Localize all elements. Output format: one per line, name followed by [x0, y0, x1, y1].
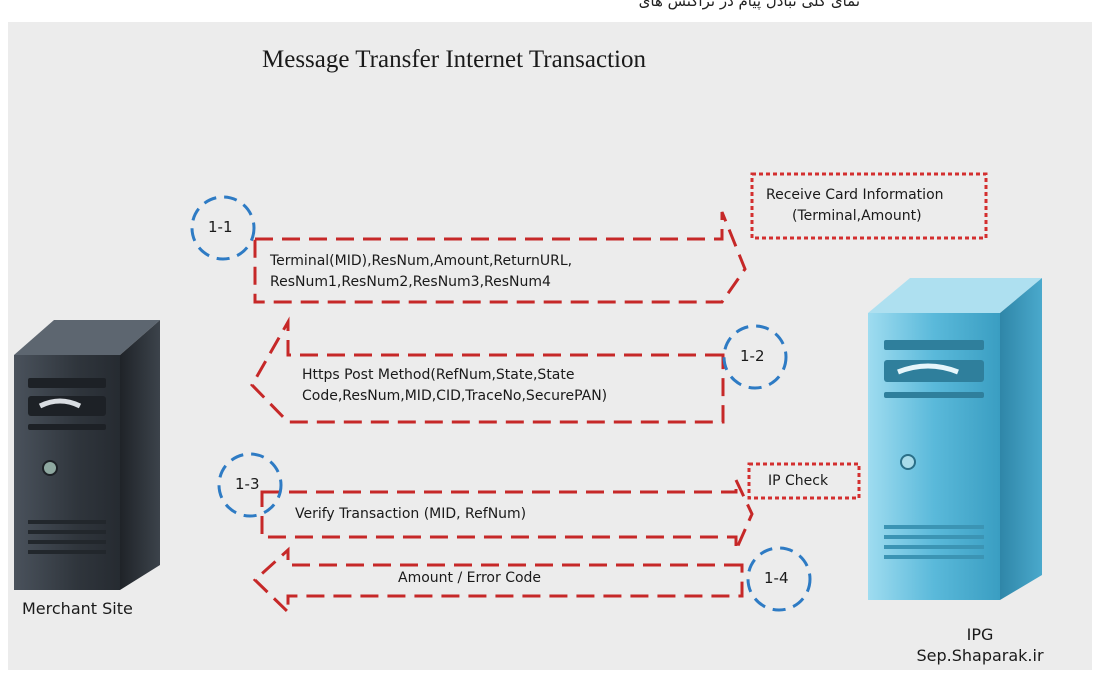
- arrow-result: [252, 546, 744, 616]
- diagram-title: Message Transfer Internet Transaction: [262, 46, 646, 73]
- step-label-1-2: 1-2: [740, 347, 765, 365]
- step-circle-1-4: [746, 546, 812, 612]
- request-params-line1: Terminal(MID),ResNum,Amount,ReturnURL,: [270, 253, 573, 269]
- step-label-1-4: 1-4: [764, 569, 789, 587]
- top-caption: نمای کلی تبادل پیام در تراکنش های اینترن…: [638, 0, 860, 12]
- receive-card-line2: (Terminal,Amount): [792, 208, 922, 224]
- ipg-server-icon: [868, 278, 1042, 600]
- result-params: Amount / Error Code: [398, 570, 542, 586]
- merchant-server-icon: [14, 320, 160, 590]
- merchant-label: Merchant Site: [22, 599, 133, 618]
- receive-card-line1: Receive Card Information: [766, 187, 944, 203]
- request-params-line2: ResNum1,ResNum2,ResNum3,ResNum4: [270, 274, 551, 290]
- ipg-domain: Sep.Shaparak.ir: [916, 646, 1044, 665]
- step-label-1-3: 1-3: [235, 475, 260, 493]
- receive-card-box: [750, 172, 988, 240]
- arrow-verify: [260, 479, 754, 551]
- ipg-label: IPG: [966, 625, 994, 644]
- callback-params-line1: Https Post Method(RefNum,State,State: [302, 367, 575, 383]
- arrow-callback: [250, 316, 725, 424]
- step-circle-1-3: [217, 452, 283, 518]
- step-label-1-1: 1-1: [208, 218, 233, 236]
- arrow-request: [253, 211, 747, 304]
- ip-check-box: [747, 462, 861, 500]
- ip-check-label: IP Check: [768, 473, 829, 489]
- callback-params-line2: Code,ResNum,MID,CID,TraceNo,SecurePAN): [302, 388, 608, 404]
- step-circle-1-2: [722, 324, 788, 390]
- step-circle-1-1: [190, 195, 256, 261]
- verify-params: Verify Transaction (MID, RefNum): [295, 506, 527, 522]
